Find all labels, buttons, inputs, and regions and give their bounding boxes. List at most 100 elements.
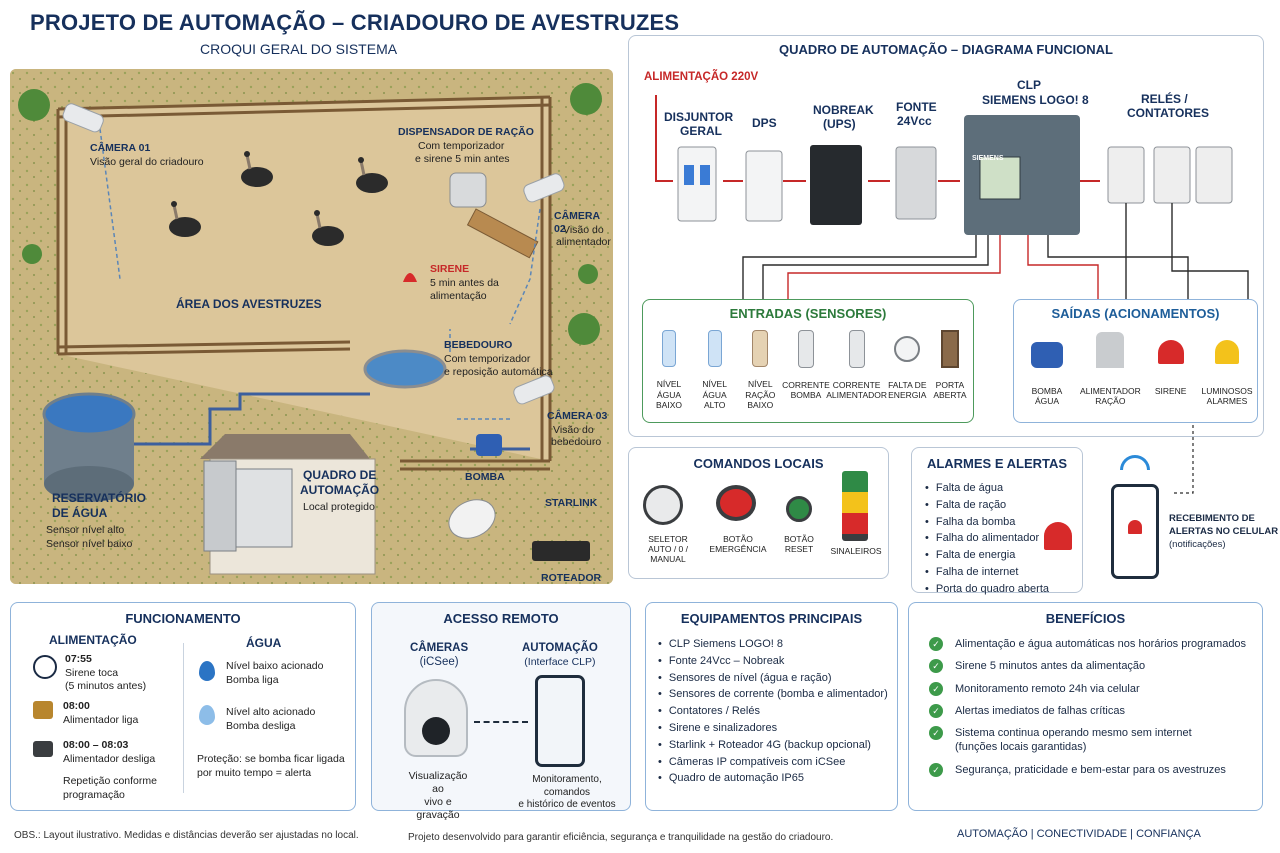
ups-label-2: (UPS): [823, 117, 856, 131]
alarm-item: Falta de água: [925, 480, 1049, 497]
check-icon: ✓: [929, 762, 943, 777]
drinker-title: BEBEDOURO: [444, 339, 513, 351]
wifi-icon: [1120, 455, 1150, 470]
site-map: CÂMERA 01 Visão geral do criadouro DISPE…: [10, 69, 613, 584]
benefit-item: ✓Monitoramento remoto 24h via celular: [929, 681, 1246, 696]
water-low-action: Bomba liga: [226, 674, 279, 686]
water-level-high-sensor-icon: [707, 330, 722, 368]
camera2-desc-1: Visão do: [563, 224, 604, 236]
reservoir-title-2: DE ÁGUA: [52, 506, 108, 520]
area-label: ÁREA DOS AVESTRUZES: [176, 297, 322, 311]
equipment-item: Starlink + Roteador 4G (backup opcional): [658, 737, 888, 754]
benefit-item: ✓Segurança, praticidade e bem-estar para…: [929, 762, 1246, 777]
protection-2: por muito tempo = alerta: [197, 767, 312, 779]
alarm-item: Falha da bomba: [925, 514, 1049, 531]
plc-brand: SIEMENS: [972, 155, 1004, 162]
water-drop-light-icon: [199, 705, 215, 725]
feeder-desc-1: Com temporizador: [418, 140, 505, 152]
breaker-label-2: GERAL: [680, 124, 722, 138]
repetition-1: Repetição conforme: [63, 775, 157, 787]
remote-cam-title: CÂMERAS(iCSee): [410, 642, 469, 668]
drinker-desc-1: Com temporizador: [444, 353, 531, 365]
ups-label-1: NOBREAK: [813, 103, 874, 117]
alarm-item: Falta de ração: [925, 497, 1049, 514]
feeder-desc-2: e sirene 5 min antes: [415, 153, 510, 165]
camera3-title: CÂMERA 03: [547, 410, 608, 422]
alarm-item: Falha de internet: [925, 564, 1049, 581]
check-icon: ✓: [929, 659, 943, 674]
water-high-text: Nível alto acionado: [226, 706, 316, 718]
alarm-item: Falta de energia: [925, 547, 1049, 564]
camera3-desc-2: bebedouro: [551, 436, 602, 448]
remote-title: ACESSO REMOTO: [443, 611, 559, 626]
check-icon: ✓: [929, 726, 943, 741]
gauge-icon: [894, 336, 921, 362]
psu-label-1: FONTE: [896, 100, 937, 114]
relays-label-2: CONTATORES: [1127, 106, 1210, 120]
time-1: 07:55: [65, 653, 92, 665]
panel-title-1: QUADRO DE: [303, 468, 377, 482]
valve-open-icon: [33, 701, 53, 719]
smartphone-app-icon: [535, 675, 585, 767]
benefit-item: ✓Sistema continua operando mesmo sem int…: [929, 726, 1246, 755]
siren-desc-2: alimentação: [430, 290, 487, 302]
reset-button-icon[interactable]: [786, 496, 812, 522]
local-title: COMANDOS LOCAIS: [693, 456, 824, 471]
equipment-item: Câmeras IP compatíveis com iCSee: [658, 754, 888, 771]
time-1-desc-a: Sirene toca: [65, 667, 119, 679]
footer-tagline: AUTOMAÇÃO | CONECTIVIDADE | CONFIANÇA: [957, 828, 1201, 840]
alarms-title: ALARMES E ALERTAS: [926, 456, 1068, 471]
benefits-panel: BENEFÍCIOS ✓Alimentação e água automátic…: [908, 602, 1263, 811]
alarm-item: Porta do quadro aberta: [925, 581, 1049, 598]
clock-icon: [33, 655, 57, 679]
operation-panel: FUNCIONAMENTO ALIMENTAÇÃO ÁGUA 07:55 Sir…: [10, 602, 356, 811]
lens-icon: [422, 717, 450, 745]
relays-label-1: RELÉS /: [1141, 92, 1188, 106]
emergency-button-icon[interactable]: [716, 485, 756, 521]
time-3-desc: Alimentador desliga: [63, 753, 156, 765]
inputs-title: ENTRADAS (SENSORES): [729, 306, 887, 321]
siren-title: SIRENE: [430, 263, 470, 275]
selector-switch-icon[interactable]: [643, 485, 683, 525]
benefit-item: ✓Sirene 5 minutos antes da alimentação: [929, 659, 1246, 674]
power-label: ALIMENTAÇÃO 220V: [644, 71, 759, 83]
reservoir-sensor-2: Sensor nível baixo: [46, 538, 133, 550]
equipment-item: CLP Siemens LOGO! 8: [658, 636, 888, 653]
functional-title: QUADRO DE AUTOMAÇÃO – DIAGRAMA FUNCIONAL: [779, 42, 1113, 57]
reservoir-sensor-1: Sensor nível alto: [46, 524, 125, 536]
check-icon: ✓: [929, 703, 943, 718]
remote-auto-title: AUTOMAÇÃO(Interface CLP): [522, 642, 598, 668]
alarms-panel: ALARMES E ALERTAS Falta de água Falta de…: [911, 447, 1083, 595]
alarms-list: Falta de água Falta de ração Falha da bo…: [925, 480, 1049, 598]
time-1-desc-b: (5 minutos antes): [65, 680, 147, 692]
breaker-label-1: DISJUNTOR: [664, 110, 734, 124]
camera1-desc: Visão geral do criadouro: [90, 156, 204, 168]
signals-label: SINALEIROS: [830, 546, 882, 556]
benefits-list: ✓Alimentação e água automáticas nos horá…: [929, 637, 1246, 785]
check-icon: ✓: [929, 681, 943, 696]
drinker-desc-2: e reposição automática: [444, 366, 553, 378]
signal-tower-icon: [842, 471, 868, 541]
psu-label-2: 24Vcc: [897, 114, 932, 128]
remote-access-panel: ACESSO REMOTO CÂMERAS(iCSee) AUTOMAÇÃO(I…: [371, 602, 631, 821]
pump-icon: [1031, 342, 1063, 368]
panel-title-2: AUTOMAÇÃO: [300, 483, 380, 497]
phone-link-line: [1171, 425, 1194, 494]
equipment-item: Fonte 24Vcc – Nobreak: [658, 653, 888, 670]
pump-current-sensor-icon: [797, 330, 814, 368]
equipment-list: CLP Siemens LOGO! 8 Fonte 24Vcc – Nobrea…: [658, 636, 888, 787]
door-icon: [940, 330, 959, 368]
water-title: ÁGUA: [246, 636, 282, 650]
alarm-siren-icon: [1044, 522, 1072, 550]
